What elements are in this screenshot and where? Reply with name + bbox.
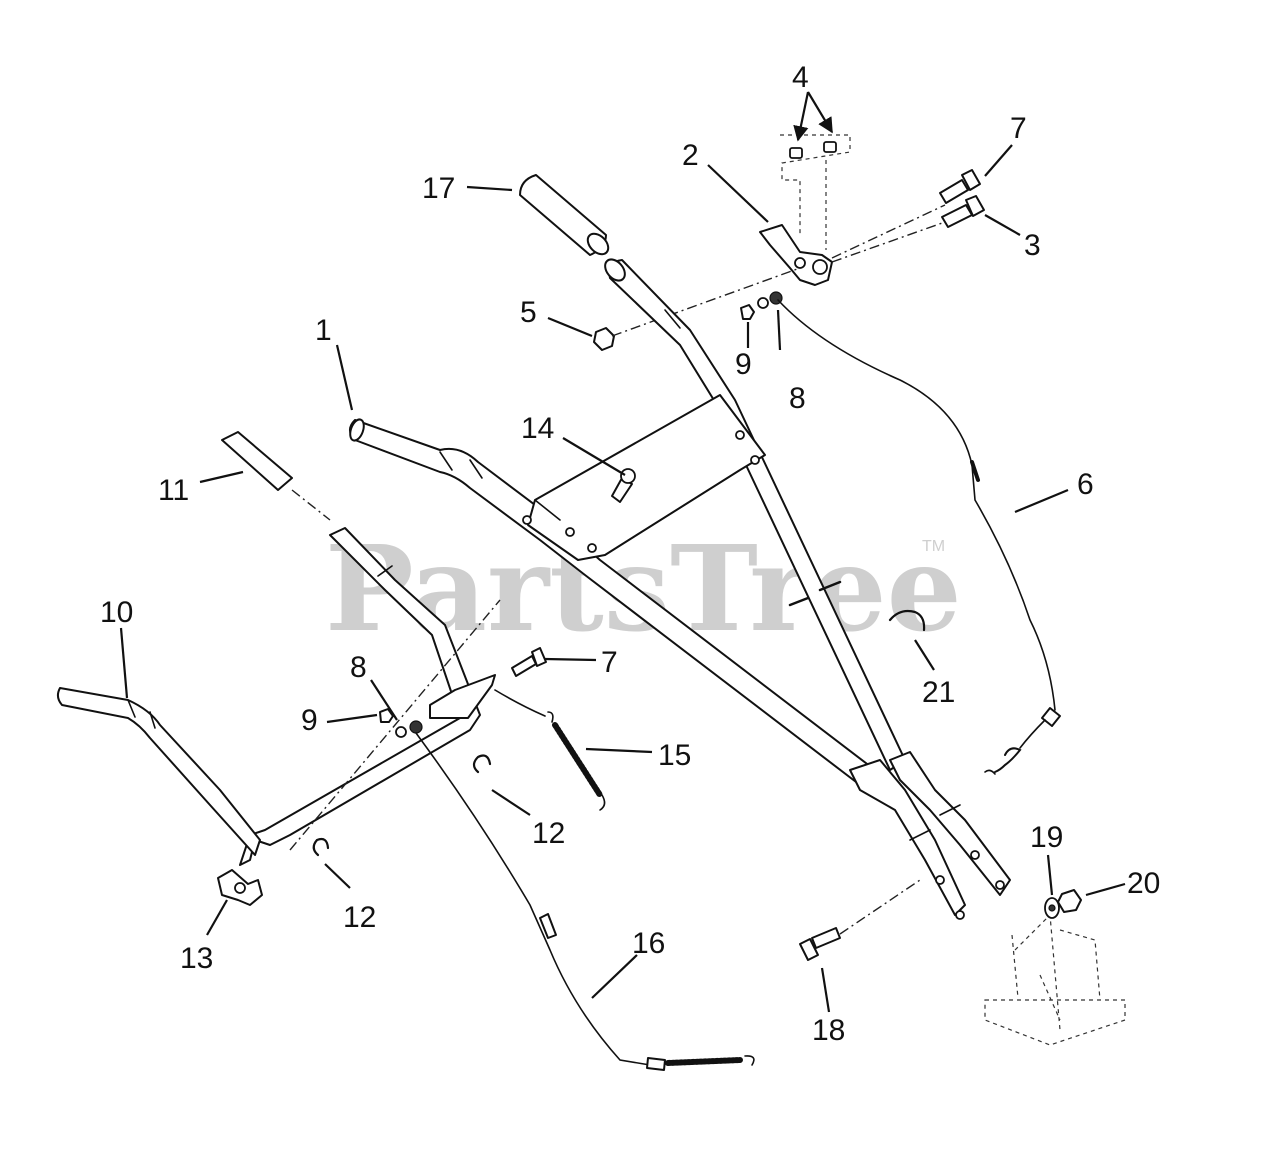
leader-8a <box>776 309 782 351</box>
leader-20 <box>1085 882 1126 897</box>
callout-13: 13 <box>180 942 213 975</box>
part-7-bolt-lower <box>511 647 547 677</box>
callout-9b: 9 <box>301 704 318 737</box>
leader-5 <box>547 316 593 338</box>
part-spacer-upper <box>757 297 769 309</box>
leader-11 <box>199 470 244 484</box>
part-17-handle-grip <box>519 174 610 256</box>
part-6-cable <box>777 299 1061 775</box>
callout-7a: 7 <box>1010 112 1027 145</box>
callout-12a: 12 <box>532 817 565 850</box>
watermark-trademark: TM <box>922 538 945 555</box>
callout-9a: 9 <box>735 348 752 381</box>
callout-2: 2 <box>682 139 699 172</box>
leader-9b <box>326 713 378 724</box>
callout-10: 10 <box>100 596 133 629</box>
part-spacer-lower <box>395 726 407 738</box>
part-5-nut <box>593 327 615 351</box>
part-12-clip-lower <box>312 837 330 857</box>
callout-15: 15 <box>658 739 691 772</box>
callout-3: 3 <box>1024 229 1041 262</box>
leader-21 <box>914 639 935 671</box>
callout-11: 11 <box>158 474 189 507</box>
leader-8b <box>370 679 398 721</box>
part-15-spring <box>429 674 606 811</box>
part-3-bolt <box>941 195 985 228</box>
handle-lower-frame <box>849 751 1011 920</box>
leader-16 <box>591 954 638 999</box>
part-11-grip <box>221 431 293 491</box>
part-13-clamp <box>217 869 263 906</box>
part-20-nut <box>1057 889 1082 913</box>
leader-3 <box>984 214 1021 236</box>
leader-13 <box>206 899 228 936</box>
part-12-clip-upper <box>472 754 492 774</box>
upper-handle-tube <box>604 258 906 771</box>
leader-7b <box>544 657 597 662</box>
leader-6 <box>1014 488 1069 514</box>
callout-6: 6 <box>1077 468 1094 501</box>
leader-14 <box>562 437 626 476</box>
callout-12b: 12 <box>343 901 376 934</box>
callout-16: 16 <box>632 927 665 960</box>
part-19-washer <box>1044 897 1060 919</box>
part-9-nut-lower <box>379 708 394 723</box>
callout-4: 4 <box>792 61 809 94</box>
callout-17: 17 <box>422 172 455 205</box>
callout-8b: 8 <box>350 651 367 684</box>
leader-10 <box>119 627 129 699</box>
part-2-bracket <box>759 224 833 286</box>
part-21-clip <box>888 609 926 632</box>
leader-4b <box>807 91 833 134</box>
callout-7b: 7 <box>601 646 618 679</box>
leader-2 <box>707 164 769 223</box>
callout-8a: 8 <box>789 382 806 415</box>
leader-7a <box>984 144 1013 177</box>
part-14-screw <box>611 468 636 503</box>
part-10-lever <box>56 687 261 856</box>
leader-1 <box>335 344 354 411</box>
part-9-nut-upper <box>740 304 755 320</box>
part-8-washer-lower <box>409 720 423 734</box>
part-16-cable <box>415 732 755 1071</box>
callout-18: 18 <box>812 1014 845 1047</box>
base-bracket <box>984 913 1126 1046</box>
leader-12a <box>491 789 531 816</box>
callout-21: 21 <box>922 676 955 709</box>
leader-15 <box>585 747 653 754</box>
part-18-bolt <box>799 927 841 961</box>
part-4-stud-plate <box>780 134 851 250</box>
callout-19: 19 <box>1030 821 1063 854</box>
leader-18 <box>820 967 831 1013</box>
callout-5: 5 <box>520 296 537 329</box>
leader-12b <box>324 863 351 889</box>
callout-14: 14 <box>521 412 554 445</box>
leader-17 <box>466 185 513 192</box>
leader-19 <box>1046 854 1054 896</box>
callout-1: 1 <box>315 314 332 347</box>
part-7-bolt-upper <box>939 169 981 204</box>
part-1-main-handle <box>349 418 876 786</box>
watermark-text: PartsTree <box>325 519 962 658</box>
leader-4a <box>793 91 810 142</box>
callout-20: 20 <box>1127 867 1160 900</box>
handle-cross-panel <box>522 394 766 561</box>
